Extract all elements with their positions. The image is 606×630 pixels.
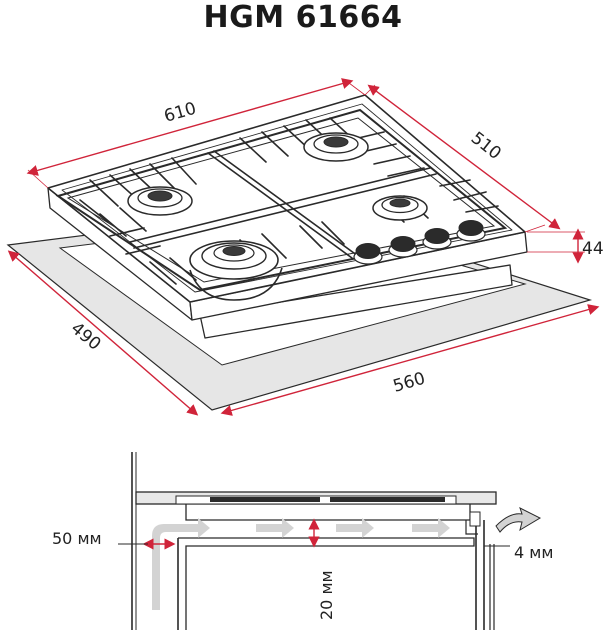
burner-front-left-wok: [189, 240, 283, 301]
burner-rear-right: [303, 132, 369, 162]
gap-markers: [142, 518, 320, 550]
dimension-lines: [7, 78, 600, 416]
control-knob: [456, 220, 486, 242]
installation-labels: 50 мм 20 мм 4 мм: [52, 529, 553, 620]
airflow-arrows: [152, 507, 542, 610]
control-knob: [422, 228, 452, 250]
depth-dimension-label: 510: [467, 128, 505, 164]
side-gap-label: 4 мм: [514, 543, 553, 562]
cutout-width-label: 560: [391, 369, 428, 397]
control-knob: [388, 236, 418, 258]
burner-rear-left: [127, 186, 193, 216]
height-dimension-label: 44: [582, 239, 604, 259]
wall-gap-label: 50 мм: [52, 529, 102, 548]
control-knob: [353, 243, 383, 265]
product-title: HGM 61664: [203, 0, 403, 35]
cutout-depth-label: 490: [67, 319, 105, 355]
burner-front-right: [372, 195, 428, 221]
air-gap-label: 20 мм: [317, 570, 336, 620]
installation-cross-section: [131, 452, 497, 630]
control-knobs: [353, 220, 486, 265]
gap-leader-lines: [118, 543, 510, 547]
width-dimension-label: 610: [162, 99, 199, 127]
